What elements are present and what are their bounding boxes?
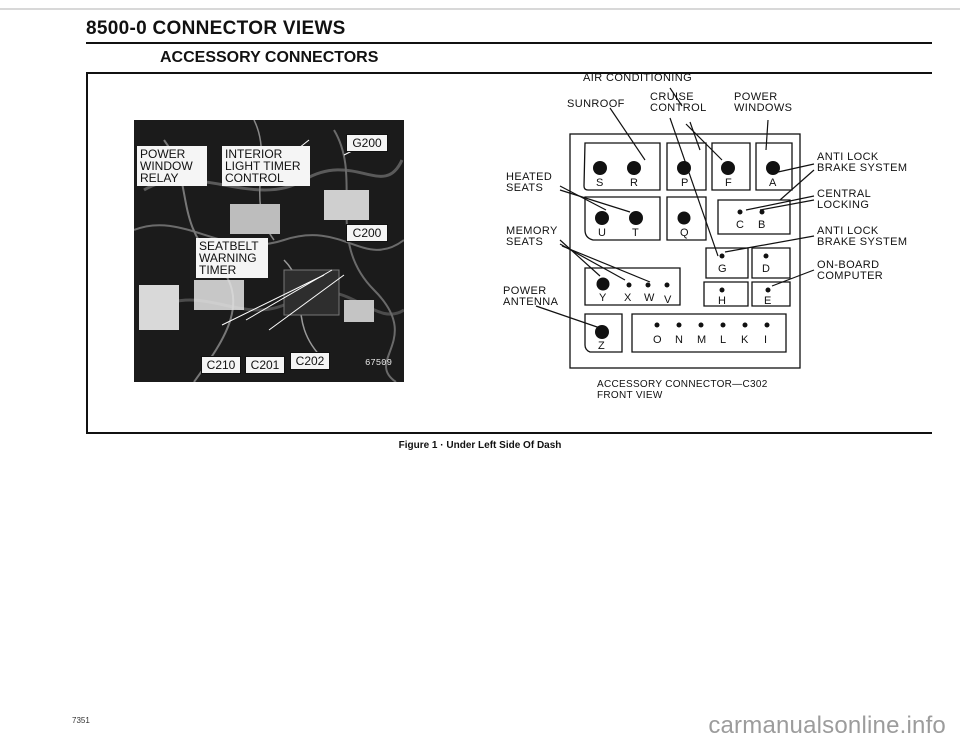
power-window-relay-label: POWER WINDOW RELAY <box>137 146 207 186</box>
cavity-y-x-w-v <box>584 267 681 306</box>
on-board-computer-label: ON-BOARD COMPUTER <box>817 259 884 282</box>
pin-p: P <box>681 177 689 189</box>
connector-caption: ACCESSORY CONNECTOR—C302 FRONT VIEW <box>597 379 768 401</box>
cavity-d <box>751 247 791 279</box>
top-rule <box>0 8 960 10</box>
cavity-g <box>705 247 749 279</box>
heated-seats-label: HEATED SEATS <box>506 171 553 194</box>
pin-f: F <box>725 177 733 189</box>
power-windows-label: POWER WINDOWS <box>734 91 793 114</box>
page-number: 7351 <box>72 716 90 725</box>
pin-n: N <box>675 334 684 346</box>
cavity-o-i <box>631 313 787 353</box>
pin-b: B <box>758 219 766 231</box>
pin-c: C <box>736 219 745 231</box>
interior-light-timer-label: INTERIOR LIGHT TIMER CONTROL <box>222 146 310 186</box>
pin-o: O <box>653 334 662 346</box>
c210-label: C210 <box>201 356 241 374</box>
page-title: 8500-0 CONNECTOR VIEWS <box>86 18 346 39</box>
cavity-s-r <box>583 142 661 191</box>
cavity-f <box>711 142 751 191</box>
memory-seats-label: MEMORY SEATS <box>506 225 558 248</box>
title-rule <box>86 42 932 44</box>
c201-label: C201 <box>245 356 285 374</box>
anti-lock-brake-label-2: ANTI LOCK BRAKE SYSTEM <box>817 225 908 248</box>
anti-lock-brake-label-1: ANTI LOCK BRAKE SYSTEM <box>817 151 908 174</box>
section-title: ACCESSORY CONNECTORS <box>160 49 379 66</box>
under-dash-photo: POWER WINDOW RELAY INTERIOR LIGHT TIMER … <box>134 120 404 382</box>
cavity-c-b <box>717 199 791 235</box>
figure-frame <box>86 72 932 434</box>
sunroof-label: SUNROOF <box>567 98 625 110</box>
cavity-z <box>584 313 623 353</box>
pin-v: V <box>664 294 672 306</box>
pin-s: S <box>596 177 604 189</box>
photo-code: 67509 <box>364 358 392 368</box>
pin-x: X <box>624 292 632 304</box>
pin-l: L <box>720 334 727 346</box>
connector-outline <box>569 133 801 369</box>
c200-label: C200 <box>346 224 388 242</box>
watermark-link[interactable]: carmanualsonline.info <box>708 712 946 739</box>
pin-e: E <box>764 295 772 307</box>
pin-k: K <box>741 334 749 346</box>
cavity-p <box>666 142 707 191</box>
c202-label: C202 <box>290 352 330 370</box>
pin-r: R <box>630 177 639 189</box>
pin-t: T <box>632 227 640 239</box>
pin-z: Z <box>598 340 606 352</box>
air-conditioning-label: AIR CONDITIONING <box>583 72 693 84</box>
cavity-e <box>751 281 791 307</box>
pin-q: Q <box>680 227 689 239</box>
pin-g: G <box>718 263 727 275</box>
cavity-q <box>666 196 707 241</box>
g200-label: G200 <box>346 134 388 152</box>
pin-m: M <box>697 334 707 346</box>
pin-u: U <box>598 227 607 239</box>
figure-caption: Figure 1 · Under Left Side Of Dash <box>398 440 562 451</box>
pin-d: D <box>762 263 771 275</box>
pin-w: W <box>644 292 655 304</box>
central-locking-label: CENTRAL LOCKING <box>817 188 872 211</box>
pin-y: Y <box>599 292 607 304</box>
pin-h: H <box>718 295 727 307</box>
seatbelt-timer-label: SEATBELT WARNING TIMER <box>196 238 268 278</box>
cavity-h <box>703 281 749 307</box>
power-antenna-label: POWER ANTENNA <box>503 285 559 308</box>
pin-a: A <box>769 177 777 189</box>
pin-i: I <box>764 334 768 346</box>
cavity-u-t <box>584 196 661 241</box>
cruise-control-label: CRUISE CONTROL <box>650 91 707 114</box>
